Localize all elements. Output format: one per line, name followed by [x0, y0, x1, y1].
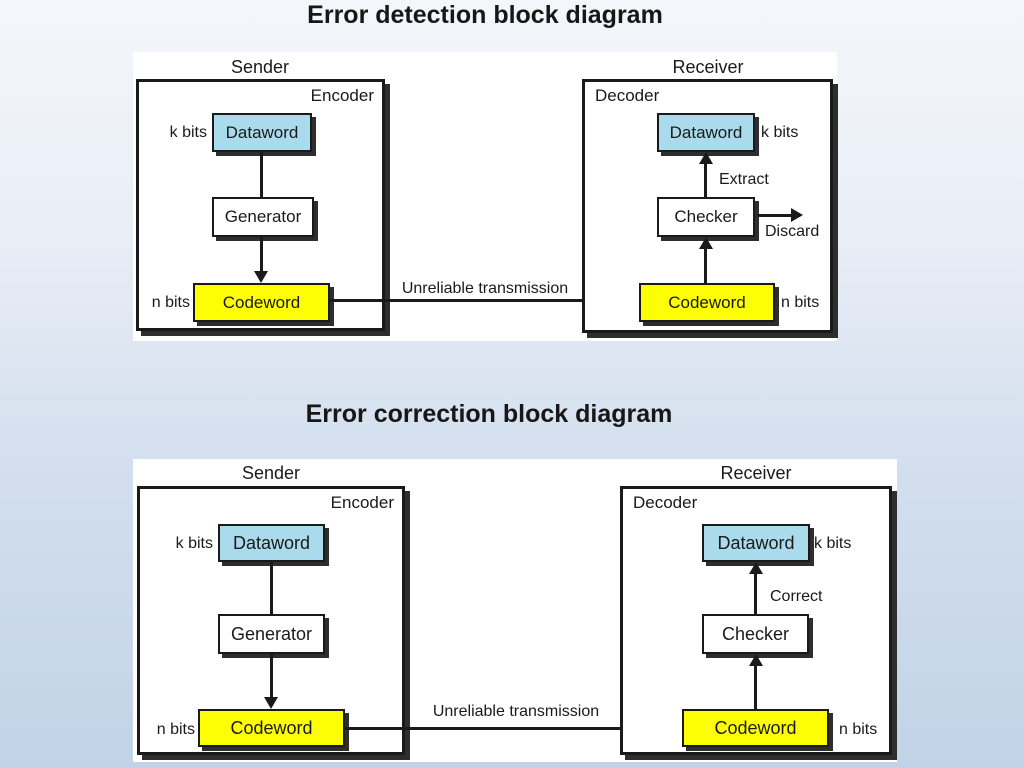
correction-figure-panel: Sender Encoder k bits Dataword Generator…	[133, 459, 897, 762]
codeword-box: Codeword	[639, 283, 775, 322]
up-arrowhead	[749, 562, 763, 574]
dataword-box: Dataword	[218, 524, 325, 562]
checker-to-dataword-line	[754, 574, 757, 614]
extract-label: Extract	[719, 171, 769, 188]
decoder-label: Decoder	[633, 493, 698, 512]
transmission-line	[330, 299, 626, 302]
k-bits-label: k bits	[814, 535, 852, 552]
n-bits-label: n bits	[156, 721, 195, 738]
checker-box-label: Checker	[674, 207, 738, 226]
codeword-box: Codeword	[198, 709, 345, 747]
discard-label: Discard	[765, 223, 820, 240]
up-arrowhead	[749, 654, 763, 666]
n-bits-label: n bits	[839, 721, 878, 738]
up-arrowhead	[699, 237, 713, 249]
dataword-box: Dataword	[702, 524, 810, 562]
generator-to-codeword-line	[260, 237, 263, 271]
correction-title: Error correction block diagram	[305, 400, 673, 428]
codeword-box: Codeword	[682, 709, 829, 747]
generator-box: Generator	[212, 197, 314, 237]
dataword-to-generator-line	[260, 152, 263, 197]
checker-to-dataword-line	[704, 164, 707, 197]
generator-to-codeword-line	[270, 654, 273, 697]
dataword-box-label: Dataword	[232, 532, 311, 553]
encoder-label: Encoder	[330, 493, 394, 512]
transmission-label: Unreliable transmission	[401, 280, 569, 297]
codeword-to-checker-line	[704, 249, 707, 283]
detection-title: Error detection block diagram	[307, 1, 663, 29]
sender-label: Sender	[241, 463, 301, 483]
receiver-label: Receiver	[720, 463, 792, 483]
dataword-box-label: Dataword	[225, 122, 299, 142]
generator-box-label: Generator	[224, 207, 302, 226]
n-bits-label: n bits	[151, 294, 190, 311]
up-arrowhead	[699, 152, 713, 164]
codeword-box-label: Codeword	[230, 717, 313, 738]
generator-box: Generator	[218, 614, 325, 654]
codeword-box-label: Codeword	[222, 292, 301, 312]
receiver-label: Receiver	[672, 57, 744, 77]
transmission-label: Unreliable transmission	[432, 703, 600, 720]
k-bits-label: k bits	[175, 535, 213, 552]
dataword-to-generator-line	[270, 562, 273, 614]
transmission-line	[345, 727, 670, 730]
encoder-label: Encoder	[310, 86, 374, 105]
checker-box-label: Checker	[721, 623, 790, 644]
dataword-box: Dataword	[212, 113, 312, 152]
discard-line	[757, 214, 791, 217]
right-arrowhead	[791, 208, 803, 222]
codeword-box-label: Codeword	[714, 717, 797, 738]
detection-figure-panel: Sender Encoder k bits Dataword Generator…	[133, 52, 837, 341]
checker-box: Checker	[657, 197, 755, 237]
checker-box: Checker	[702, 614, 809, 654]
n-bits-label: n bits	[781, 294, 820, 311]
sender-label: Sender	[230, 57, 290, 77]
codeword-box: Codeword	[193, 283, 330, 322]
k-bits-label: k bits	[169, 124, 207, 141]
down-arrowhead	[264, 697, 278, 709]
dataword-box-label: Dataword	[669, 122, 743, 142]
codeword-to-checker-line	[754, 666, 757, 709]
dataword-box-label: Dataword	[717, 532, 795, 553]
codeword-box-label: Codeword	[668, 292, 746, 312]
decoder-label: Decoder	[595, 86, 660, 105]
down-arrowhead	[254, 271, 268, 283]
dataword-box: Dataword	[657, 113, 755, 152]
generator-box-label: Generator	[230, 623, 313, 644]
k-bits-label: k bits	[761, 124, 799, 141]
correct-label: Correct	[770, 588, 823, 605]
